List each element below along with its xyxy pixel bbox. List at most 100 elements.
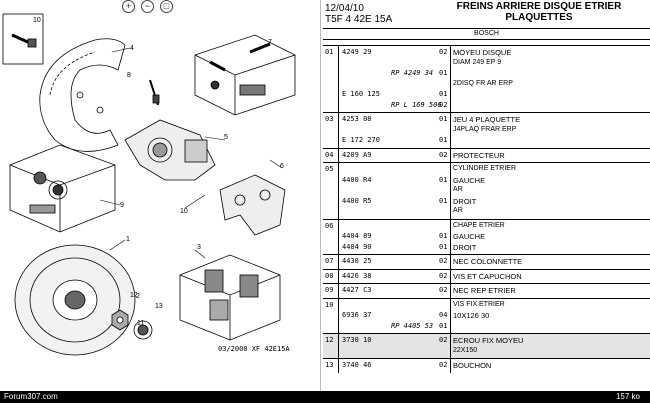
- part-description: DIAM 249 EP 9: [453, 58, 502, 66]
- part-description: AR: [453, 186, 463, 193]
- column-divider: [450, 163, 451, 219]
- part-quantity: 02: [439, 100, 448, 109]
- bolt-callout-box: [2, 13, 44, 65]
- part-description: GAUCHE: [453, 175, 486, 185]
- site-link[interactable]: Forum307.com: [4, 392, 58, 401]
- column-divider: [338, 148, 339, 162]
- column-divider: [338, 284, 339, 298]
- brand-row: BOSCH: [323, 28, 650, 40]
- group-number: 03: [325, 115, 334, 123]
- part-description: DROIT: [453, 196, 477, 206]
- callout-label: 1: [126, 236, 130, 243]
- callout-label: 12: [130, 292, 138, 299]
- part-reference: 4400 R5: [342, 196, 372, 205]
- part-quantity: 01: [439, 321, 448, 330]
- part-reference: 4209 A9: [342, 150, 372, 159]
- column-divider: [450, 269, 451, 283]
- caliper-part: [124, 119, 216, 181]
- part-description: JEU 4 PLAQUETTE: [453, 115, 521, 124]
- callout-label: 2: [136, 293, 140, 300]
- part-description: GAUCHE: [453, 232, 486, 241]
- callout-label: 10: [33, 17, 41, 24]
- part-reference: 4426 38: [342, 271, 372, 280]
- part-reference: 4430 25: [342, 257, 372, 265]
- part-description: ECROU FIX MOYEU: [453, 336, 524, 345]
- part-reference: 3730 10: [342, 336, 372, 344]
- group-number: 10: [325, 300, 334, 309]
- part-description: BOUCHON: [453, 361, 492, 370]
- column-divider: [338, 269, 339, 283]
- part-quantity: 02: [439, 336, 448, 344]
- part-description: 10X126 30: [453, 311, 490, 320]
- callout-label: 8: [127, 72, 131, 79]
- part-quantity: 01: [439, 242, 448, 251]
- part-quantity: 01: [439, 69, 448, 77]
- part-description: MOYEU DISQUE: [453, 48, 512, 57]
- part-quantity: 01: [439, 136, 448, 144]
- pane-divider[interactable]: [303, 0, 323, 391]
- zoom-fit-icon[interactable]: □: [160, 0, 173, 13]
- group-number: 09: [325, 286, 334, 294]
- status-bar: Forum307.com 157 ko: [0, 391, 650, 403]
- part-quantity: 01: [439, 90, 448, 98]
- part-quantity: 04: [439, 311, 448, 319]
- group-number: 13: [325, 361, 334, 369]
- group-number: 08: [325, 271, 334, 280]
- part-description: AR: [453, 207, 463, 214]
- title-line: PLAQUETTES: [505, 12, 573, 23]
- brake-exploded-diagram: [2, 13, 296, 356]
- part-description: 22X150: [453, 346, 478, 354]
- part-reference: E 160 125: [342, 90, 380, 98]
- doc-date: 12/04/10: [325, 3, 364, 14]
- part-reference: 3740 46: [342, 361, 372, 369]
- group-number: 04: [325, 150, 334, 159]
- exploded-diagram-pane[interactable]: + − □: [0, 0, 303, 391]
- bolt-part: [11, 33, 37, 48]
- replacement-reference: RP 4249 34: [391, 69, 434, 77]
- group-number: 07: [325, 257, 334, 265]
- part-description: DROIT: [453, 242, 477, 252]
- column-divider: [338, 334, 339, 358]
- hub-nut-part: [111, 309, 129, 331]
- callout-label: 5: [224, 134, 228, 141]
- callout-label: 11: [137, 320, 145, 327]
- group-number: 06: [325, 221, 334, 230]
- column-divider: [338, 219, 339, 254]
- part-description: 2DISQ FR AR ERP: [453, 79, 513, 87]
- zoom-out-icon[interactable]: −: [141, 0, 154, 13]
- column-divider: [450, 284, 451, 298]
- part-quantity: 02: [439, 271, 448, 280]
- column-divider: [338, 113, 339, 148]
- column-divider: [338, 298, 339, 333]
- replacement-reference: RP 4405 53: [391, 321, 434, 330]
- parts-table-pane: 12/04/10 T5F 4 42E 15A FREINS ARRIERE DI…: [323, 0, 650, 391]
- callout-label: 4: [130, 45, 134, 52]
- diagram-reference: 03/2008 XF 42E15A: [218, 345, 290, 353]
- part-quantity: 02: [439, 48, 448, 56]
- part-description: J4PLAQ FRAR ERP: [453, 125, 517, 133]
- part-reference: E 172 270: [342, 136, 380, 144]
- part-reference: 4253 08: [342, 115, 372, 123]
- title-line: FREINS ARRIERE DISQUE ETRIER: [456, 1, 622, 12]
- callout-label: 13: [155, 303, 163, 310]
- file-size: 157 ko: [615, 392, 640, 401]
- column-divider: [450, 46, 451, 112]
- column-divider: [338, 46, 339, 112]
- part-description: VIS ET CAPUCHON: [453, 271, 522, 281]
- hub-cap-part: [133, 320, 153, 340]
- part-description: CHAPE ETRIER: [453, 221, 505, 229]
- part-reference: 4404 89: [342, 232, 372, 240]
- group-number: 12: [325, 336, 334, 344]
- replacement-reference: RP L 169 506: [391, 100, 442, 109]
- doc-code: T5F 4 42E 15A: [325, 14, 393, 25]
- page-title: FREINS ARRIERE DISQUE ETRIER PLAQUETTES: [429, 1, 649, 23]
- part-description: CYLINDRE ETRIER: [453, 165, 517, 172]
- zoom-in-icon[interactable]: +: [122, 0, 135, 13]
